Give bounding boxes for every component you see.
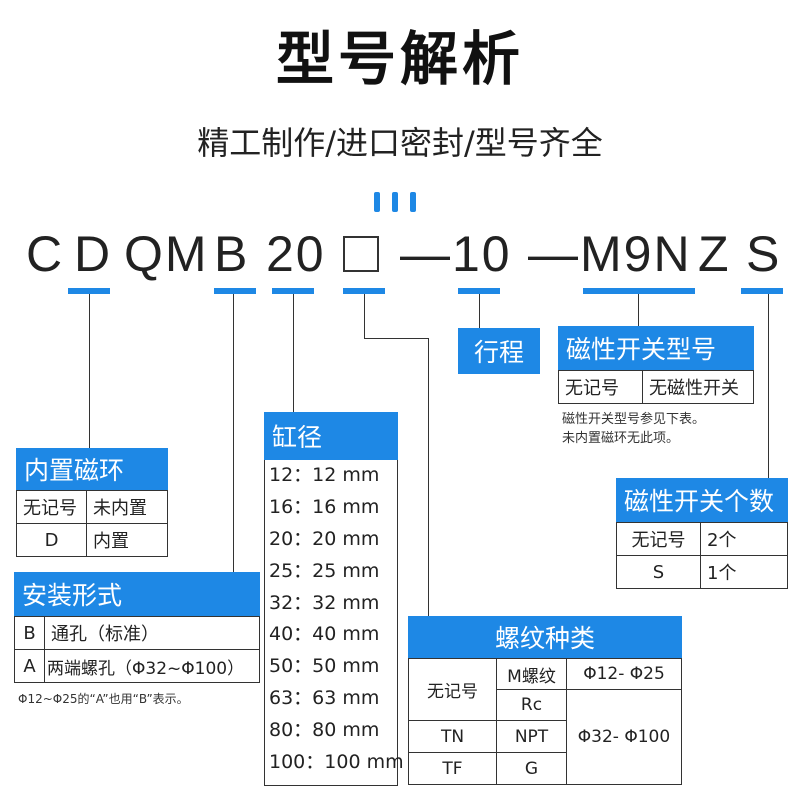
- table-row: 无记号 2个: [616, 522, 788, 556]
- table-row: S 1个: [616, 555, 788, 589]
- connector-thread-c: [428, 338, 429, 616]
- table-cell: G: [496, 752, 567, 785]
- bore-label: 缸径: [264, 412, 398, 460]
- code-char-d: D: [74, 226, 113, 282]
- code-thread-placeholder-box: [343, 236, 379, 272]
- switch-model-label: 磁性开关型号: [558, 326, 754, 370]
- table-cell: 2个: [700, 522, 788, 556]
- bar-switch-model: [583, 288, 695, 294]
- table-cell: 无记号: [558, 370, 643, 404]
- bore-row: 25：25 mm: [269, 559, 380, 582]
- switch-count-label: 磁性开关个数: [616, 478, 788, 522]
- bar-stroke: [458, 288, 500, 294]
- table-row: TF G: [408, 752, 682, 785]
- code-char-b: B: [214, 226, 250, 282]
- magnet-label: 内置磁环: [16, 448, 168, 490]
- table-cell: TF: [408, 752, 497, 785]
- table-cell: M螺纹: [496, 658, 567, 690]
- thread-label: 螺纹种类: [408, 616, 682, 658]
- bore-row: 20：20 mm: [269, 527, 380, 550]
- connector-stroke: [479, 294, 480, 328]
- code-char-qm: QM: [124, 226, 209, 282]
- table-cell: Φ12- Φ25: [566, 658, 682, 690]
- table-cell: 1个: [700, 555, 788, 589]
- table-cell: Rc: [496, 689, 567, 721]
- switch-model-table: 无记号 无磁性开关: [558, 370, 754, 404]
- bore-row: 100：100 mm: [269, 751, 404, 774]
- table-row: A 两端螺孔（Φ32~Φ100）: [14, 649, 260, 683]
- thread-table: 无记号 M螺纹 Φ12- Φ25 Rc Φ32- Φ100 TN NPT TF …: [408, 658, 682, 785]
- table-cell: 无记号: [408, 658, 497, 721]
- connector-switch-model: [638, 294, 639, 326]
- bar-bore: [272, 288, 314, 294]
- bore-row: 50：50 mm: [269, 655, 380, 678]
- bore-row: 80：80 mm: [269, 719, 380, 742]
- table-cell: 无磁性开关: [642, 370, 754, 404]
- table-row: 无记号 无磁性开关: [558, 370, 754, 404]
- switch-model-note-2: 未内置磁环无此项。: [562, 431, 680, 446]
- table-cell: B: [14, 616, 45, 650]
- table-cell: 无记号: [16, 490, 87, 524]
- switch-model-note-1: 磁性开关型号参见下表。: [562, 412, 706, 427]
- switch-count-table: 无记号 2个 S 1个: [616, 522, 788, 589]
- code-dash-2: —: [528, 226, 580, 282]
- bore-row: 63：63 mm: [269, 687, 380, 710]
- stroke-label: 行程: [458, 328, 540, 374]
- mount-table: B 通孔（标准） A 两端螺孔（Φ32~Φ100）: [14, 616, 260, 683]
- mount-label: 安装形式: [14, 572, 260, 616]
- bore-row: 12：12 mm: [269, 464, 380, 486]
- connector-thread-a: [364, 294, 365, 338]
- bore-row: 40：40 mm: [269, 623, 380, 646]
- bore-row: 16：16 mm: [269, 495, 380, 518]
- connector-bore: [293, 294, 294, 412]
- table-row: TN NPT: [408, 720, 682, 753]
- table-cell: 无记号: [616, 522, 701, 556]
- code-char-switch: M9N: [580, 226, 692, 282]
- connector-thread-b: [364, 338, 428, 339]
- table-row: D 内置: [16, 523, 168, 557]
- code-char-stroke: 10: [452, 226, 512, 282]
- code-char-bore: 20: [266, 226, 326, 282]
- table-cell: 两端螺孔（Φ32~Φ100）: [44, 649, 260, 683]
- decorative-dots: [374, 192, 428, 216]
- bore-list: 12：12 mm 16：16 mm 20：20 mm 25：25 mm 32：3…: [264, 460, 404, 786]
- table-cell: 通孔（标准）: [44, 616, 260, 650]
- bar-switch-count: [741, 288, 783, 294]
- page-subtitle: 精工制作/进口密封/型号齐全: [197, 124, 603, 162]
- table-cell: D: [16, 523, 87, 557]
- code-dash-1: —: [400, 226, 452, 282]
- table-cell: S: [616, 555, 701, 589]
- table-cell: NPT: [496, 720, 567, 753]
- table-cell: 内置: [86, 523, 168, 557]
- bore-row: 32：32 mm: [269, 591, 380, 614]
- connector-magnet: [89, 294, 90, 448]
- mount-note: Φ12~Φ25的“A”也用“B”表示。: [18, 692, 189, 706]
- connector-mount: [233, 294, 234, 572]
- table-cell: Φ32- Φ100: [566, 689, 682, 785]
- bar-magnet: [68, 288, 110, 294]
- code-char-c: C: [26, 226, 65, 282]
- bar-mount: [214, 288, 256, 294]
- bar-thread: [343, 288, 385, 294]
- table-row: 无记号 未内置: [16, 490, 168, 524]
- table-row: Rc Φ32- Φ100: [409, 689, 682, 785]
- magnet-table: 无记号 未内置 D 内置: [16, 490, 168, 557]
- code-char-z: Z: [698, 226, 731, 282]
- table-cell: A: [14, 649, 45, 683]
- page-title: 型号解析: [275, 25, 524, 93]
- table-cell: 未内置: [86, 490, 168, 524]
- code-char-s: S: [746, 226, 782, 282]
- table-row: B 通孔（标准）: [14, 616, 260, 650]
- table-row: 无记号 M螺纹 Φ12- Φ25: [408, 658, 682, 721]
- connector-switch-count: [768, 294, 769, 478]
- table-cell: TN: [408, 720, 497, 753]
